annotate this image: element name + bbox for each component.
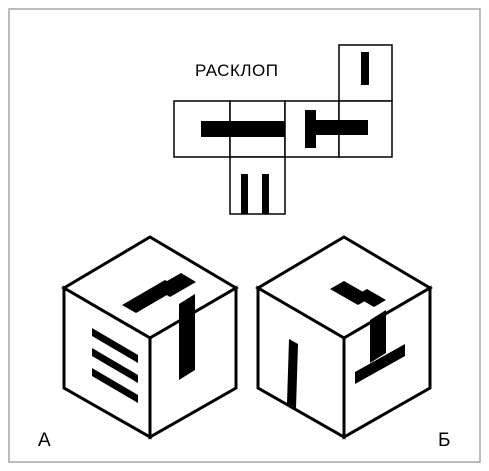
net-face-bottom [229, 156, 286, 215]
cube-a-left-mark-3 [92, 368, 138, 403]
cube-a-label: А [38, 430, 51, 451]
net-face-3 [284, 100, 340, 158]
net-face-top-right [338, 44, 393, 102]
net-face-4 [338, 100, 393, 158]
figure-border [8, 8, 481, 463]
net-title: РАСКЛОП [195, 61, 278, 80]
cube-a-top-mark-2 [155, 273, 196, 297]
cube-a-left-mark-2 [92, 348, 138, 383]
cube-a: А [38, 235, 239, 451]
cube-b-right-mark-1 [370, 310, 386, 363]
cube-a-right-mark [179, 294, 195, 380]
cube-b: Б [255, 235, 450, 451]
cube-a-left-mark-1 [92, 328, 138, 363]
cube-b-left-mark [287, 339, 298, 408]
cube-b-top-mark-2 [355, 289, 386, 307]
cube-b-right-mark-2 [355, 344, 405, 384]
cube-b-label: Б [438, 430, 450, 451]
cube-net: РАСКЛОП [173, 44, 393, 215]
net-face-1 [173, 100, 231, 158]
net-face-2 [229, 100, 286, 158]
